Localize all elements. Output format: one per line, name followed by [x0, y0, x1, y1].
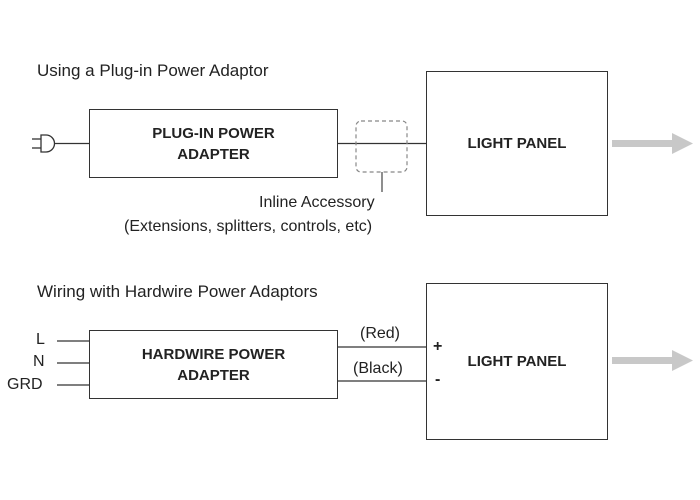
plugin-adapter-label-line2: ADAPTER — [177, 145, 250, 163]
hardwire-adapter-label-line1: HARDWIRE POWER — [141, 345, 286, 363]
light-panel-label-1: LIGHT PANEL — [467, 135, 567, 152]
hardwire-power-adapter-box: HARDWIRE POWER ADAPTER — [89, 330, 338, 399]
light-panel-box-1: LIGHT PANEL — [426, 71, 608, 216]
inline-accessory-box — [355, 120, 408, 173]
hardwire-adapter-label-line2: ADAPTER — [177, 366, 250, 384]
plugin-power-adapter-box: PLUG-IN POWER ADAPTER — [89, 109, 338, 178]
terminal-plus: + — [433, 338, 443, 355]
arrow-right-icon — [612, 350, 693, 371]
inline-accessory-label: Inline Accessory — [259, 194, 375, 211]
input-label-l: L — [36, 331, 45, 348]
inline-accessory-description: (Extensions, splitters, controls, etc) — [124, 218, 373, 235]
plugin-adapter-label-line1: PLUG-IN POWER — [152, 124, 275, 142]
input-label-grd: GRD — [7, 376, 43, 393]
wire-label-red: (Red) — [360, 325, 401, 342]
section-title-plugin: Using a Plug-in Power Adaptor — [37, 61, 269, 80]
arrow-right-icon — [612, 133, 693, 154]
terminal-minus: - — [435, 371, 441, 388]
plug-icon — [32, 134, 90, 153]
input-label-n: N — [33, 353, 45, 370]
light-panel-box-2: LIGHT PANEL — [426, 283, 608, 440]
wire-label-black: (Black) — [353, 360, 403, 377]
section-title-hardwire: Wiring with Hardwire Power Adaptors — [37, 282, 318, 301]
light-panel-label-2: LIGHT PANEL — [467, 353, 567, 370]
